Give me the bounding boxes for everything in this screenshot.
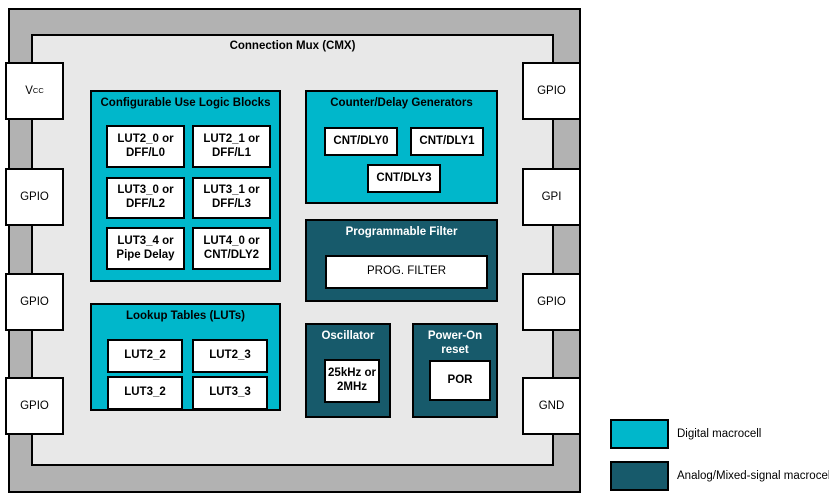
legend-label-digital: Digital macrocell [677, 428, 762, 440]
block-counter-delay-generators: Counter/Delay Generators CNT/DLY0 CNT/DL… [305, 90, 498, 204]
block-title: Programmable Filter [345, 226, 458, 238]
macrocell-lut3_3: LUT3_3 [192, 376, 268, 410]
pin-gnd: GND [522, 377, 581, 435]
pin-vcc-subscript: CC [32, 86, 44, 96]
pin-label: GPIO [20, 400, 49, 412]
legend-label-analog: Analog/Mixed-signal macrocell [677, 470, 829, 482]
pin-gpio-left-3: GPIO [5, 377, 64, 435]
pin-gpio-right-2: GPIO [522, 273, 581, 331]
legend-swatch-digital [610, 419, 669, 449]
macrocell-cnt-dly3: CNT/DLY3 [367, 164, 441, 193]
block-title: Lookup Tables (LUTs) [125, 310, 246, 322]
macrocell-prog-filter: PROG. FILTER [325, 255, 488, 289]
block-programmable-filter: Programmable Filter PROG. FILTER [305, 219, 498, 302]
macrocell-lut2_1-dff-l1: LUT2_1 or DFF/L1 [192, 125, 271, 168]
macrocell-por: POR [429, 360, 491, 401]
macrocell-cnt-dly1: CNT/DLY1 [410, 127, 484, 156]
macrocell-lut2_2: LUT2_2 [107, 339, 183, 373]
block-title: Configurable Use Logic Blocks [100, 97, 271, 109]
macrocell-oscillator: 25kHz or 2MHz [324, 359, 380, 403]
pin-label: GPI [541, 191, 562, 203]
pin-label: GPIO [537, 296, 566, 308]
pin-gpio-right-1: GPIO [522, 62, 581, 120]
macrocell-lut2_3: LUT2_3 [192, 339, 268, 373]
macrocell-lut3_2: LUT3_2 [107, 376, 183, 410]
block-title: Oscillator [321, 330, 375, 342]
legend-swatch-analog [610, 461, 669, 491]
block-title: Counter/Delay Generators [330, 97, 473, 109]
pin-label: GPIO [537, 85, 566, 97]
pin-gpio-left-1: GPIO [5, 168, 64, 226]
pin-label: GPIO [20, 191, 49, 203]
pin-label: GND [538, 400, 565, 412]
pin-gpio-left-2: GPIO [5, 273, 64, 331]
block-lookup-tables: Lookup Tables (LUTs) LUT2_2 LUT2_3 LUT3_… [90, 303, 281, 411]
block-configurable-use-logic-blocks: Configurable Use Logic Blocks LUT2_0 or … [90, 90, 281, 282]
connection-mux-title: Connection Mux (CMX) [229, 40, 356, 52]
pin-vcc-label: V [25, 85, 33, 97]
block-title: Power-On reset [427, 330, 483, 356]
macrocell-lut3_0-dff-l2: LUT3_0 or DFF/L2 [106, 177, 185, 219]
macrocell-lut2_0-dff-l0: LUT2_0 or DFF/L0 [106, 125, 185, 168]
block-oscillator: Oscillator 25kHz or 2MHz [305, 323, 391, 418]
macrocell-lut3_4-pipe-delay: LUT3_4 or Pipe Delay [106, 227, 185, 270]
macrocell-lut3_1-dff-l3: LUT3_1 or DFF/L3 [192, 177, 271, 219]
macrocell-cnt-dly0: CNT/DLY0 [324, 127, 398, 156]
macrocell-lut4_0-cnt-dly2: LUT4_0 or CNT/DLY2 [192, 227, 271, 270]
pin-gpi: GPI [522, 168, 581, 226]
block-power-on-reset: Power-On reset POR [412, 323, 498, 418]
pin-label: GPIO [20, 296, 49, 308]
